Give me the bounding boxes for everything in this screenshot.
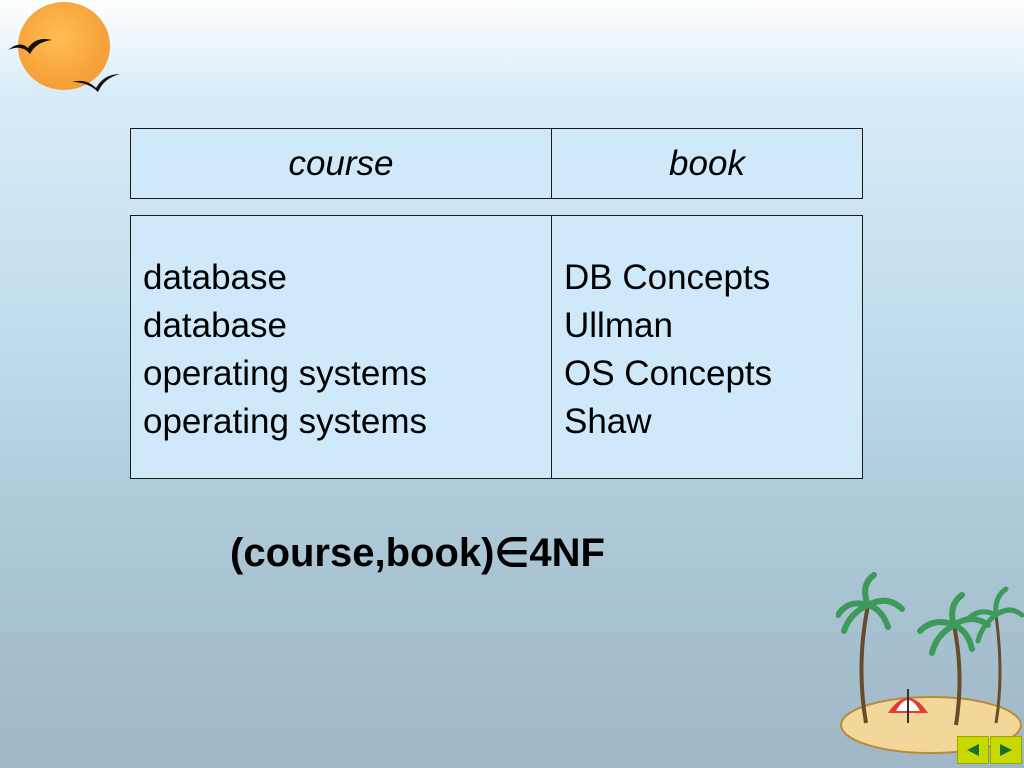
header-label-course: course xyxy=(288,143,394,183)
book-cell: DB Concepts xyxy=(564,258,771,297)
book-cell: Ullman xyxy=(564,306,673,345)
header-cell-book: book xyxy=(552,129,862,198)
formula-text: (course,book)∈4NF xyxy=(230,531,605,575)
island-palm-icon xyxy=(836,572,1024,754)
previous-slide-button[interactable] xyxy=(957,736,989,764)
header-cell-course: course xyxy=(131,129,552,198)
triangle-right-icon xyxy=(1000,744,1012,756)
next-slide-button[interactable] xyxy=(990,736,1022,764)
course-column: database database operating systems oper… xyxy=(131,216,552,478)
book-column: DB Concepts Ullman OS Concepts Shaw xyxy=(552,216,862,478)
bird-icon xyxy=(72,74,120,92)
header-table: course book xyxy=(130,128,863,199)
course-cell: operating systems xyxy=(143,354,428,393)
bird-icon xyxy=(8,39,52,54)
header-label-book: book xyxy=(669,143,745,183)
data-table: database database operating systems oper… xyxy=(130,215,863,479)
course-cell: database xyxy=(143,306,288,345)
course-cell: operating systems xyxy=(143,402,428,441)
triangle-left-icon xyxy=(967,744,979,756)
book-cell: OS Concepts xyxy=(564,354,773,393)
course-cell: database xyxy=(143,258,288,297)
book-cell: Shaw xyxy=(564,402,652,441)
